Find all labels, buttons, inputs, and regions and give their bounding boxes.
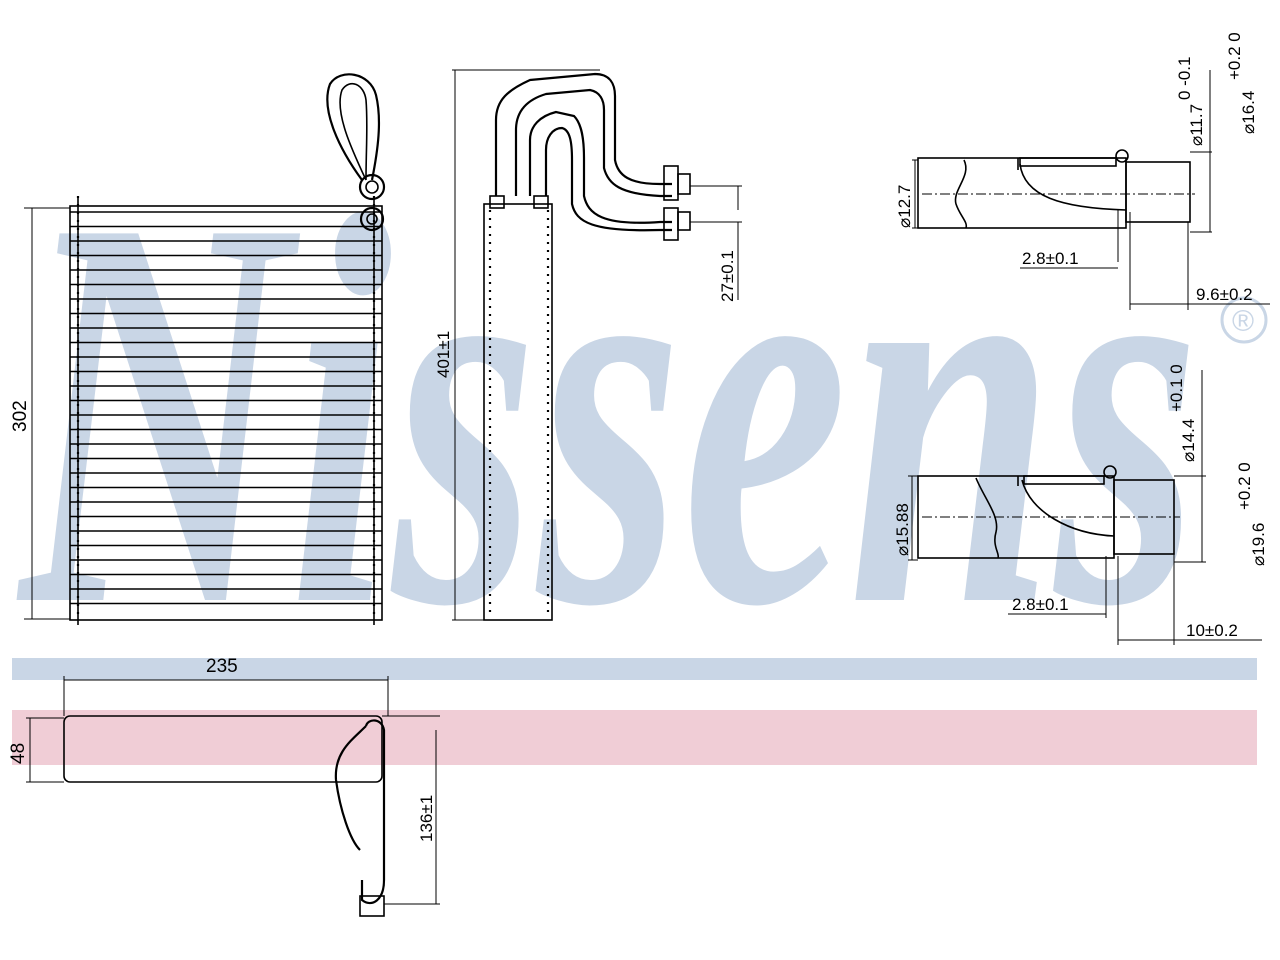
side-core-outline	[483, 203, 553, 621]
dim-core-height: 302	[10, 400, 31, 432]
detail-bottom-inner-dia-a: ⌀14.4	[1179, 419, 1198, 462]
detail-bottom-inner-dia-b: ⌀19.6	[1249, 523, 1268, 566]
dim-pipe-length: 136±1	[417, 795, 436, 842]
detail-bottom-wall: 2.8±0.1	[1012, 595, 1069, 614]
detail-top-inner-dia-b: ⌀16.4	[1239, 91, 1258, 134]
side-view: 27±0.1 401±1	[434, 69, 742, 621]
detail-top-inner-dia-a-tol: 0 -0.1	[1175, 57, 1194, 100]
top-pipe-end	[359, 895, 385, 917]
brand-band-blue	[12, 658, 1257, 680]
fitting-detail-top: ⌀12.7 ⌀11.7 0 -0.1 ⌀16.4 +0.2 0 2.8±0.1 …	[895, 32, 1270, 310]
fitting-detail-bottom: ⌀15.88 ⌀14.4 +0.1 0 ⌀19.6 +0.2 0 2.8±0.1…	[893, 364, 1268, 645]
dim-depth: 48	[8, 743, 29, 764]
detail-bottom-length: 10±0.2	[1186, 621, 1238, 640]
detail-top-inner-dia-a: ⌀11.7	[1187, 104, 1206, 146]
front-view: 302	[10, 73, 386, 625]
brand-band-red	[12, 710, 1257, 765]
core-tubes	[70, 211, 382, 605]
top-pipe-loop	[334, 719, 386, 905]
registered-mark-circle	[1220, 296, 1268, 344]
brand-background: Nissens ®	[12, 102, 1268, 765]
side-pipe-4	[544, 126, 672, 232]
detail-top-length: 9.6±0.2	[1196, 285, 1253, 304]
brand-watermark: Nissens	[14, 102, 1200, 722]
front-pipe-fitting-bottom	[359, 206, 385, 232]
detail-bottom-outer-dia: ⌀15.88	[893, 503, 912, 556]
side-pipe-1	[494, 72, 672, 196]
detail-top-wall: 2.8±0.1	[1022, 249, 1079, 268]
dim-pipe-spacing: 27±0.1	[718, 250, 737, 302]
detail-bottom-inner-dia-a-tol: +0.1 0	[1167, 364, 1186, 412]
top-core-outline	[63, 715, 383, 783]
dim-total-height: 401±1	[434, 331, 453, 378]
top-view: 48 235 136±1	[8, 656, 440, 917]
core-outline	[69, 205, 383, 621]
front-pipe-loop	[326, 73, 381, 181]
side-pipe-2	[514, 88, 672, 198]
detail-bottom-inner-dia-b-tol: +0.2 0	[1235, 462, 1254, 510]
detail-top-outer-dia: ⌀12.7	[895, 185, 914, 228]
front-pipe-fitting-top	[358, 173, 386, 201]
registered-mark: ®	[1232, 305, 1254, 338]
dim-width: 235	[206, 656, 238, 677]
detail-top-inner-dia-b-tol: +0.2 0	[1225, 32, 1244, 80]
side-pipe-3	[528, 110, 672, 224]
